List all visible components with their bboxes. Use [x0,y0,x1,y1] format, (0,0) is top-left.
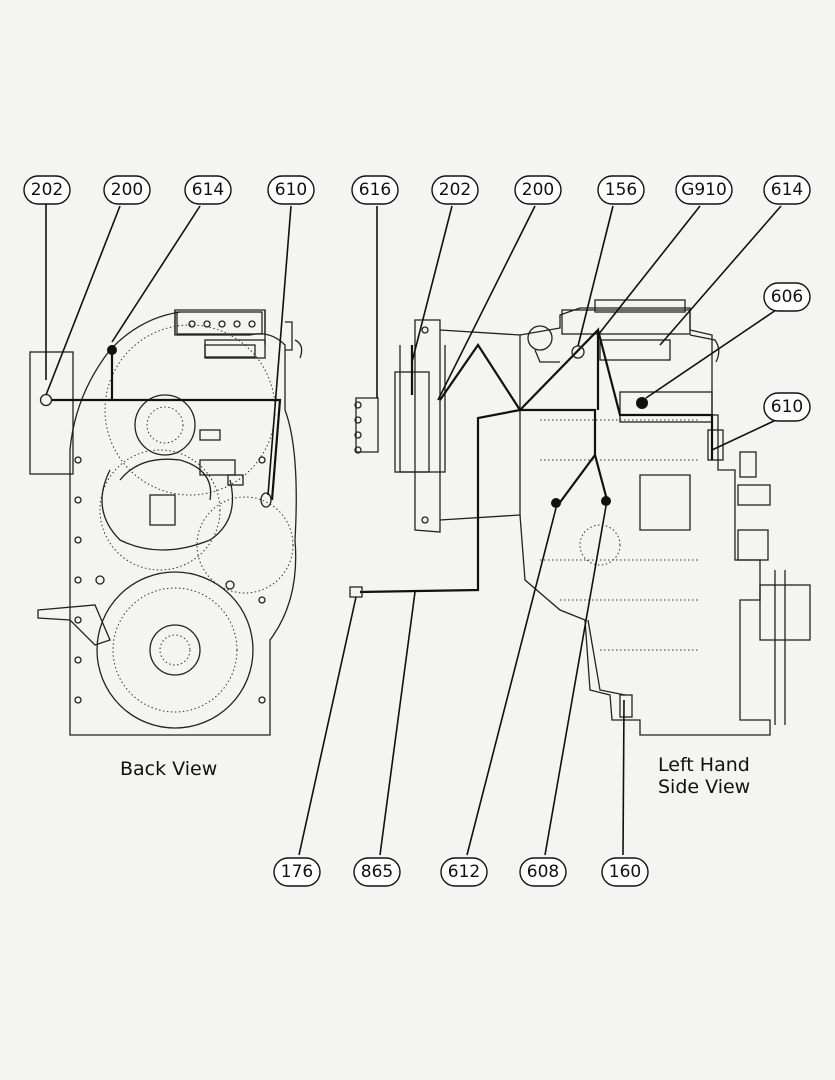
callout-bubble: 176 [273,857,321,887]
back-view-label: Back View [120,758,217,780]
callout-bubble: 612 [440,857,488,887]
callout-bubble: 608 [519,857,567,887]
callout-label: 610 [771,397,803,417]
back-view-harness-main [52,398,282,501]
callout-bubble: G910 [675,175,733,205]
callout-label: 614 [192,180,224,200]
callout-label: 608 [527,862,559,882]
flywheel-outline [96,571,254,729]
callout-bubble: 610 [267,175,315,205]
callout-label: 156 [605,180,637,200]
flange-bolts [354,326,429,524]
callout-bubble: 616 [351,175,399,205]
callout-label: G910 [681,180,727,200]
callout-bubble: 865 [353,857,401,887]
callout-label: 606 [771,287,803,307]
back-view-connector-box [29,351,74,475]
callout-label: 614 [771,180,803,200]
callout-label: 616 [359,180,391,200]
callout-label: 202 [439,180,471,200]
callout-bubble: 200 [514,175,562,205]
callout-bubble: 606 [763,282,811,312]
callout-label: 610 [275,180,307,200]
callout-bubble: 614 [184,175,232,205]
callout-bubble: 614 [763,175,811,205]
callout-label: 160 [609,862,641,882]
housing-bolts [74,456,266,704]
callout-label: 176 [281,862,313,882]
back-view-drawing [29,309,303,736]
callout-bubble: 200 [103,175,151,205]
callout-label: 200 [111,180,143,200]
callout-bubble: 202 [431,175,479,205]
callout-label: 865 [361,862,393,882]
side-view-harness-main [359,327,714,594]
callout-bubble: 610 [763,392,811,422]
callout-label: 200 [522,180,554,200]
callout-label: 202 [31,180,63,200]
side-view-label-line2: Side View [658,776,750,798]
valve-block-bolts [188,320,266,359]
side-valve-block-detail [594,299,720,363]
side-view-label-line1: Left Hand [658,754,750,776]
callout-label: 612 [448,862,480,882]
callouts-top: 202 200 614 610 616 202 200 156 G910 614… [23,175,811,422]
callout-bubble: 160 [601,857,649,887]
callouts-bottom: 176 865 612 608 160 [273,857,649,887]
side-view-drawing [349,299,811,736]
leader-lines [45,204,782,856]
callout-bubble: 202 [23,175,71,205]
callout-bubble: 156 [597,175,645,205]
